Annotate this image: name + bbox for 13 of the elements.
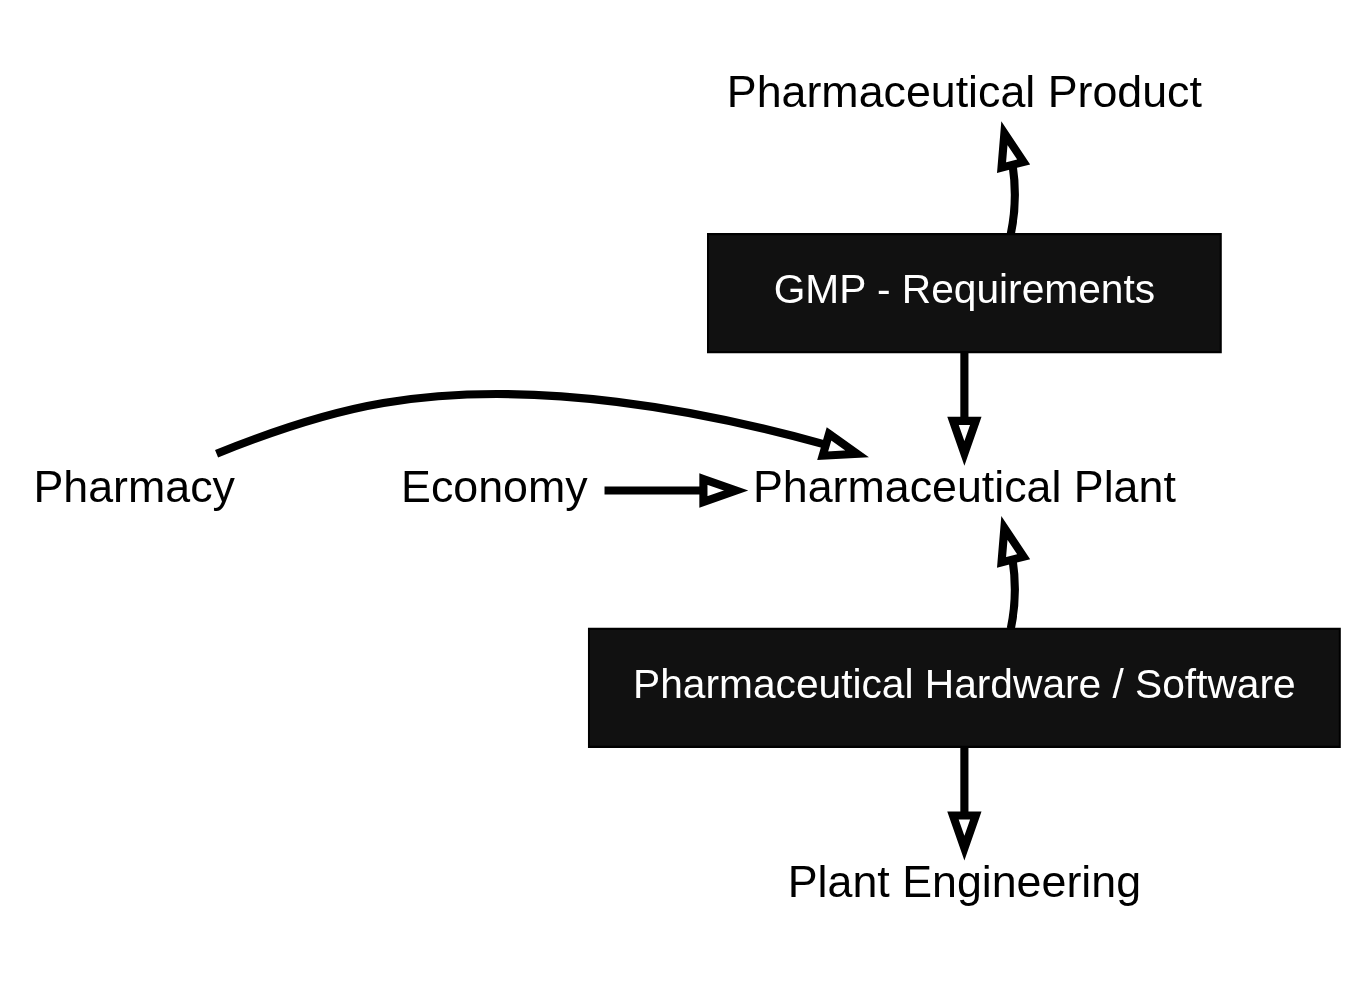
- arrow: [604, 473, 749, 508]
- node-box: GMP - Requirements: [707, 233, 1222, 354]
- node-text: Pharmaceutical Plant: [752, 460, 1176, 511]
- arrow: [947, 747, 982, 861]
- arrow: [997, 121, 1031, 235]
- arrow: [215, 390, 869, 461]
- node-text: Plant Engineering: [787, 855, 1142, 906]
- node-text: Pharmaceutical Product: [726, 66, 1202, 117]
- arrow: [997, 516, 1031, 630]
- node-text: Pharmacy: [33, 460, 235, 511]
- node-text: Economy: [401, 460, 588, 511]
- node-box: Pharmaceutical Hardware / Software: [587, 627, 1341, 748]
- arrow: [947, 352, 982, 466]
